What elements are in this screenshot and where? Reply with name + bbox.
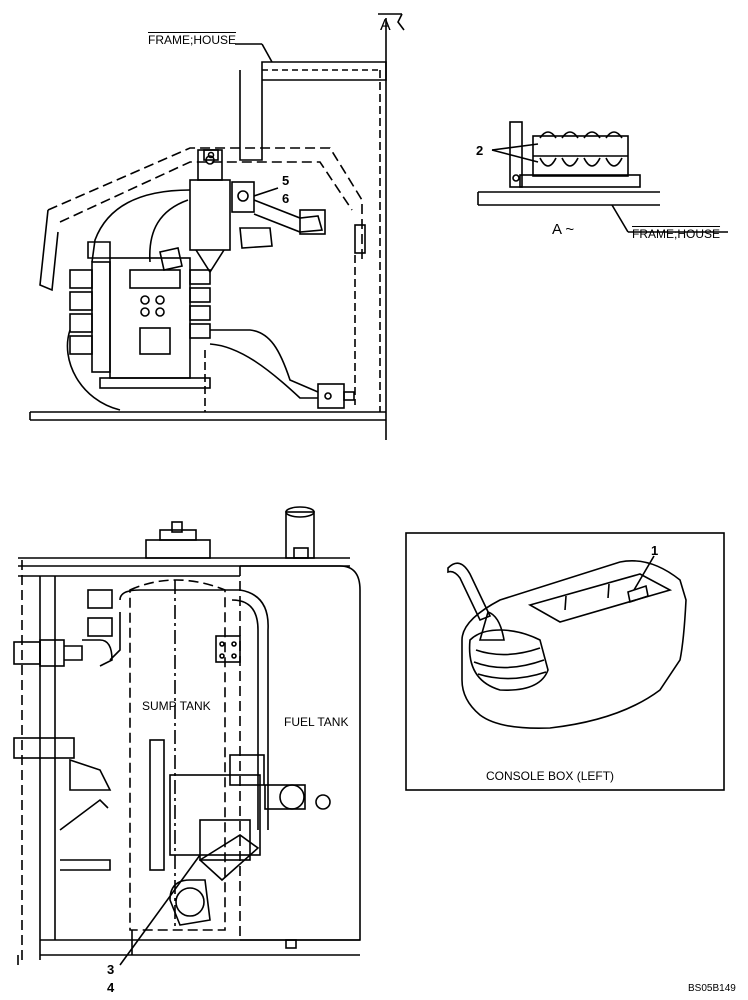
lower-tank-assembly	[13, 506, 361, 966]
view-marker-a: A	[380, 17, 391, 34]
view-a-label: A ~	[552, 221, 575, 238]
callout-3: 3	[107, 962, 115, 977]
callout-5: 5	[282, 173, 290, 188]
view-a-holder	[477, 121, 728, 233]
console-box-inset	[405, 532, 725, 791]
console-box-label: CONSOLE BOX (LEFT)	[486, 769, 615, 783]
fuel-tank-label: FUEL TANK	[284, 715, 349, 729]
callout-4: 4	[107, 980, 115, 995]
reference-code: BS05B149	[688, 983, 736, 994]
frame-house-label-right: FRAME;HOUSE	[632, 227, 721, 241]
callout-6: 6	[282, 191, 290, 206]
callout-1: 1	[651, 543, 659, 558]
upper-valve-assembly	[29, 13, 405, 440]
sump-tank-label: SUMP TANK	[142, 699, 211, 713]
frame-house-label-top: FRAME;HOUSE	[148, 33, 237, 47]
callout-2: 2	[476, 143, 484, 158]
